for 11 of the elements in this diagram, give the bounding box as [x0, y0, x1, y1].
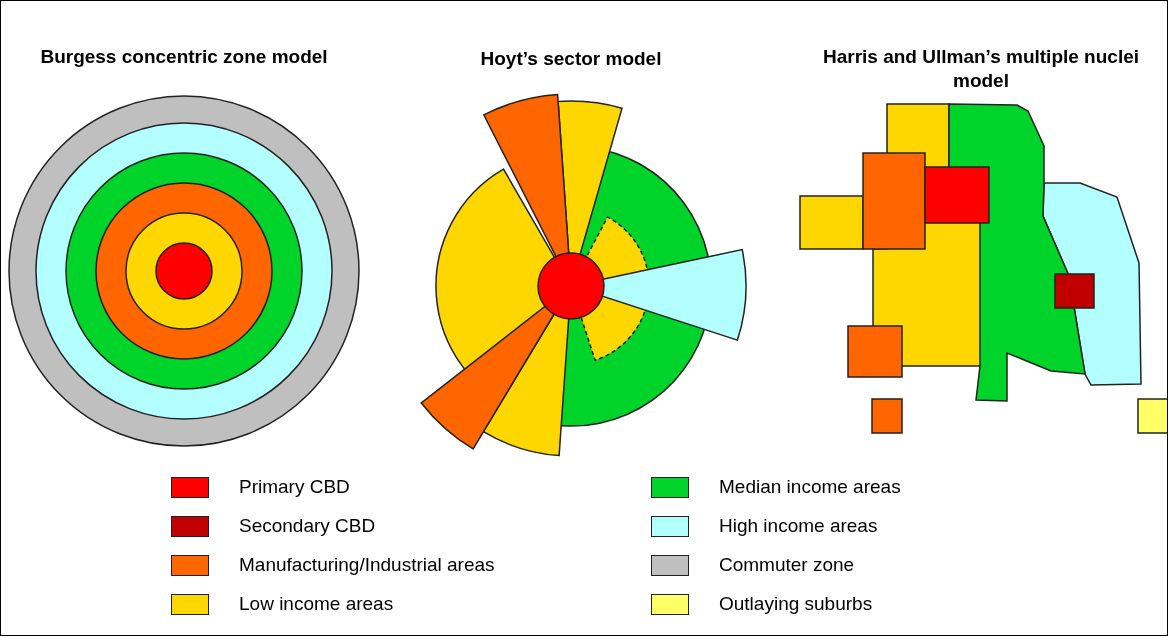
model-title: Hoyt’s sector model [479, 47, 663, 71]
legend-label: Outlaying suburbs [719, 593, 873, 615]
legend-label: Manufacturing/Industrial areas [239, 554, 495, 576]
legend-label: Median income areas [719, 476, 901, 498]
legend-label: High income areas [719, 515, 878, 537]
model-title: Burgess concentric zone model [39, 45, 329, 69]
legend-label: Primary CBD [239, 476, 350, 498]
legend-label: Secondary CBD [239, 515, 376, 537]
legend-label: Commuter zone [719, 554, 855, 576]
legend-label: Low income areas [239, 593, 394, 615]
model-title: Harris and Ullman’s multiple nuclei model [821, 45, 1140, 93]
